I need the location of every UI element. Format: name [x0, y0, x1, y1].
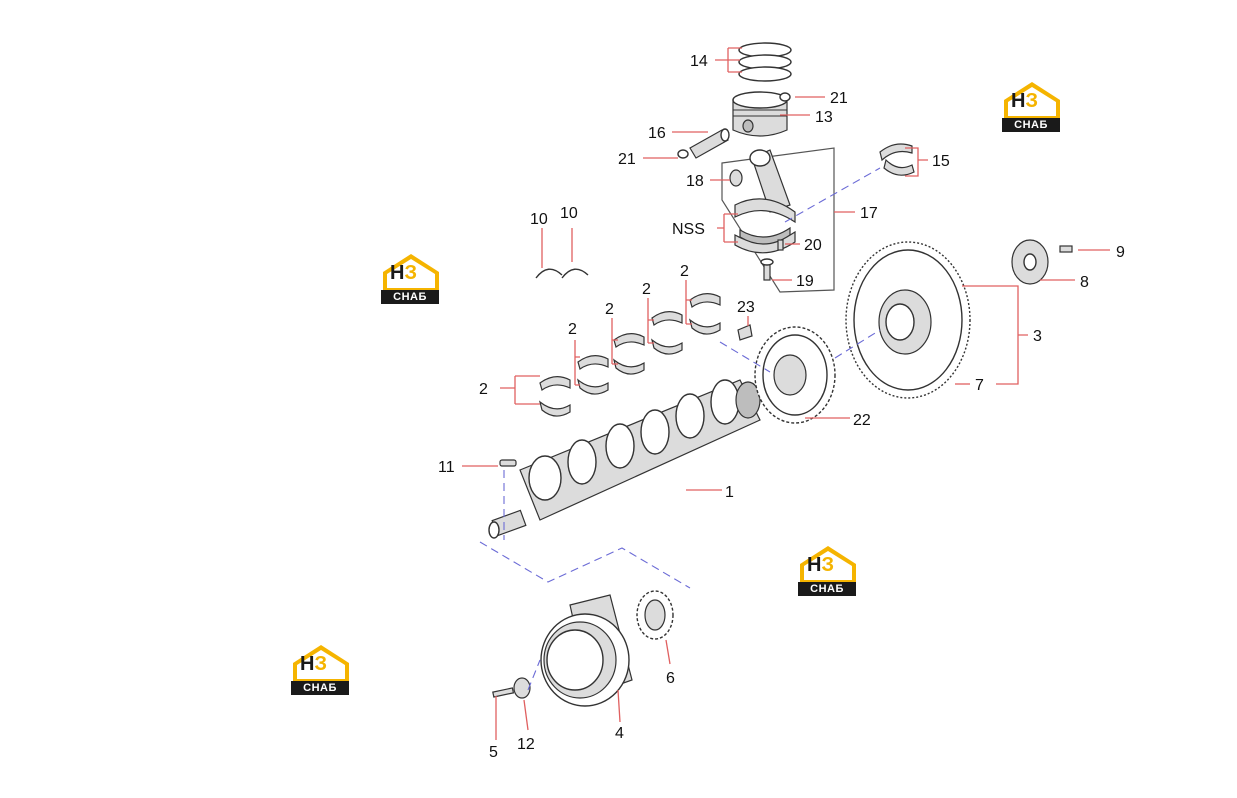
- pulley-washer: [513, 677, 531, 699]
- callout-9: 9: [1116, 244, 1125, 261]
- house-logo-icon: [381, 254, 439, 304]
- callout-23: 23: [737, 299, 755, 316]
- circlip-a: [779, 92, 791, 102]
- rod-bearing-shells: [879, 143, 915, 176]
- callout-22: 22: [853, 412, 871, 429]
- house-logo-icon: [798, 546, 856, 596]
- callout-21-upper: 21: [830, 90, 848, 107]
- house-logo-icon: [1002, 82, 1060, 132]
- callout-14: 14: [690, 53, 708, 70]
- callout-13: 13: [815, 109, 833, 126]
- callout-17: 17: [860, 205, 878, 222]
- callout-18: 18: [686, 173, 704, 190]
- watermark-logo: НЗ СНАБ: [291, 643, 353, 699]
- callout-1: 1: [725, 484, 734, 501]
- rod-nut: [777, 239, 784, 251]
- callout-15: 15: [932, 153, 950, 170]
- flywheel-plate: [1011, 239, 1049, 285]
- timing-gear: [636, 590, 674, 640]
- callout-20: 20: [804, 237, 822, 254]
- callout-2-c: 2: [605, 301, 614, 318]
- watermark-logo: НЗ СНАБ: [381, 252, 443, 308]
- callout-2-b: 2: [568, 321, 577, 338]
- piston-rings: [738, 42, 792, 82]
- assembly-centerlines: [479, 167, 881, 691]
- callout-21-lower: 21: [618, 151, 636, 168]
- crankshaft: [488, 379, 761, 539]
- watermark-logo: НЗ СНАБ: [1002, 80, 1064, 136]
- callout-nss: NSS: [672, 221, 705, 238]
- callout-19: 19: [796, 273, 814, 290]
- woodruff-key: [499, 459, 517, 467]
- leader-lines: [462, 47, 1110, 740]
- callout-4: 4: [615, 725, 624, 742]
- circlip-b: [677, 149, 689, 159]
- flywheel: [845, 241, 971, 399]
- watermark-logo: НЗ СНАБ: [798, 544, 860, 600]
- dowel-pin: [737, 324, 753, 341]
- piston-pin: [689, 128, 730, 159]
- callout-2-a: 2: [479, 381, 488, 398]
- flywheel-bolt: [1059, 245, 1073, 253]
- house-logo-icon: [291, 645, 349, 695]
- connecting-rod: [734, 149, 796, 254]
- connecting-rod-group-frame: [721, 147, 835, 293]
- callout-11: 11: [438, 459, 455, 476]
- main-bearing-shells: [538, 293, 721, 417]
- callout-12: 12: [517, 736, 535, 753]
- crank-pulley: [540, 594, 633, 707]
- callout-16: 16: [648, 125, 666, 142]
- thrust-washers: [535, 268, 589, 279]
- callout-10-right: 10: [560, 205, 578, 222]
- callout-7: 7: [975, 377, 984, 394]
- callout-2-e: 2: [680, 263, 689, 280]
- small-end-bush: [729, 169, 743, 187]
- callout-8: 8: [1080, 274, 1089, 291]
- callout-10-left: 10: [530, 211, 548, 228]
- pulley-bolt: [492, 687, 515, 698]
- callout-5: 5: [489, 744, 498, 761]
- piston: [732, 91, 788, 137]
- callout-2-d: 2: [642, 281, 651, 298]
- callout-6: 6: [666, 670, 675, 687]
- callout-labels: 14 21 13 16 21 15 18 17 NSS 20 19 10 10 …: [438, 53, 1125, 761]
- callout-3: 3: [1033, 328, 1042, 345]
- crankshaft-gear: [754, 326, 836, 424]
- rod-bolt: [760, 258, 774, 281]
